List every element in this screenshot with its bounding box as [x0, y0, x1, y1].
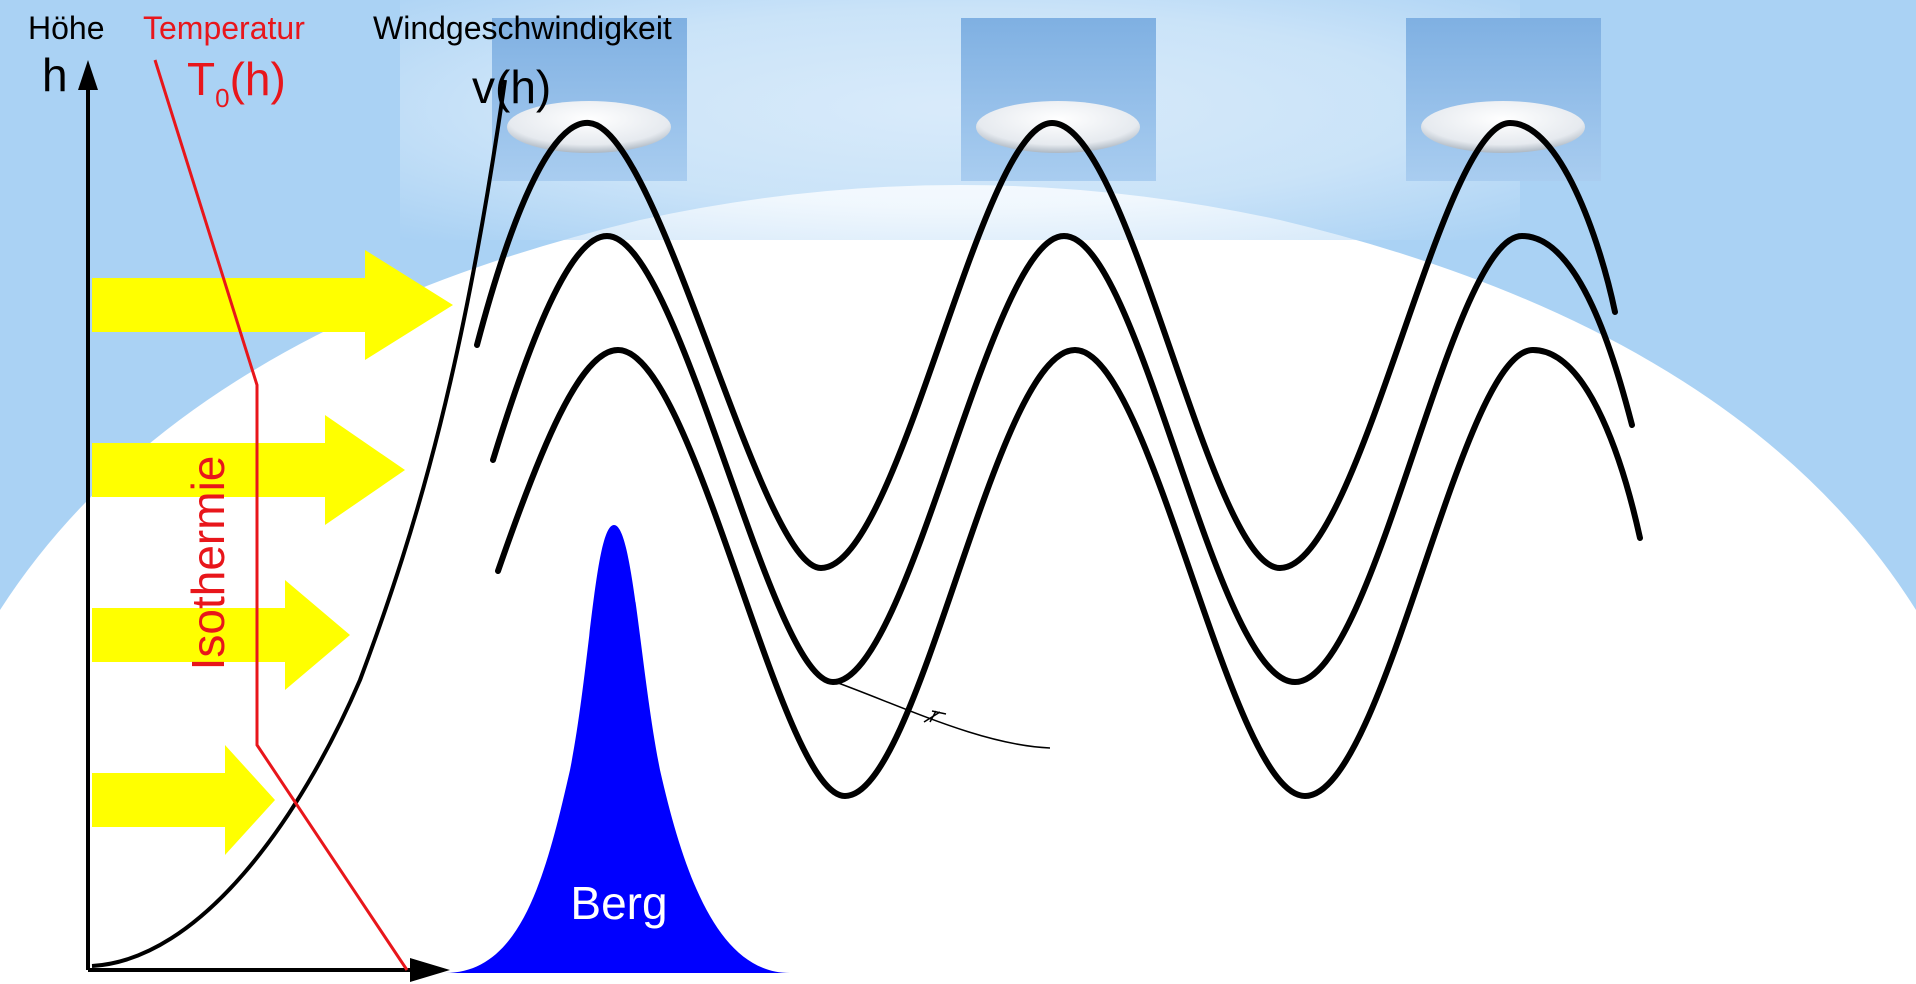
- height-axis-arrowhead: [78, 60, 98, 90]
- wave-line-bottom: [495, 346, 1643, 800]
- lenticular-cloud-icon: [507, 101, 671, 153]
- label-t0-sub: 0: [215, 83, 230, 113]
- glider-track: [829, 679, 1051, 749]
- wind-arrow-2: [92, 415, 405, 525]
- label-windgeschwindigkeit: Windgeschwindigkeit: [373, 10, 672, 46]
- cloud-tile-3: [1406, 18, 1601, 181]
- label-berg: Berg: [570, 877, 668, 929]
- label-t0: T0(h): [187, 53, 286, 111]
- wind-speed-curve: [91, 79, 507, 968]
- label-t0-arg: (h): [229, 53, 286, 105]
- label-vh: v(h): [472, 61, 552, 113]
- wind-arrow-3: [92, 580, 350, 690]
- wave-line-middle: [490, 232, 1635, 686]
- wind-arrow-4: [92, 745, 275, 855]
- x-axis-arrowhead: [410, 958, 450, 982]
- axes: [86, 80, 415, 972]
- lee-waves: [474, 119, 1643, 800]
- wind-arrow-1: [92, 250, 453, 360]
- wind-arrows: [92, 250, 453, 855]
- wave-line-top: [474, 119, 1618, 572]
- label-h: h: [42, 49, 68, 101]
- label-hoehe: Höhe: [28, 10, 105, 46]
- label-isothermie: Isothermie: [182, 455, 234, 671]
- glider-icon: [829, 679, 1051, 749]
- label-t0-main: T: [187, 53, 216, 105]
- cloud-tile-2: [961, 18, 1156, 181]
- mountain-shape: [445, 525, 790, 973]
- temperature-curve: [153, 59, 409, 971]
- label-temperatur: Temperatur: [143, 10, 305, 46]
- cloud-tile-1: [492, 18, 687, 181]
